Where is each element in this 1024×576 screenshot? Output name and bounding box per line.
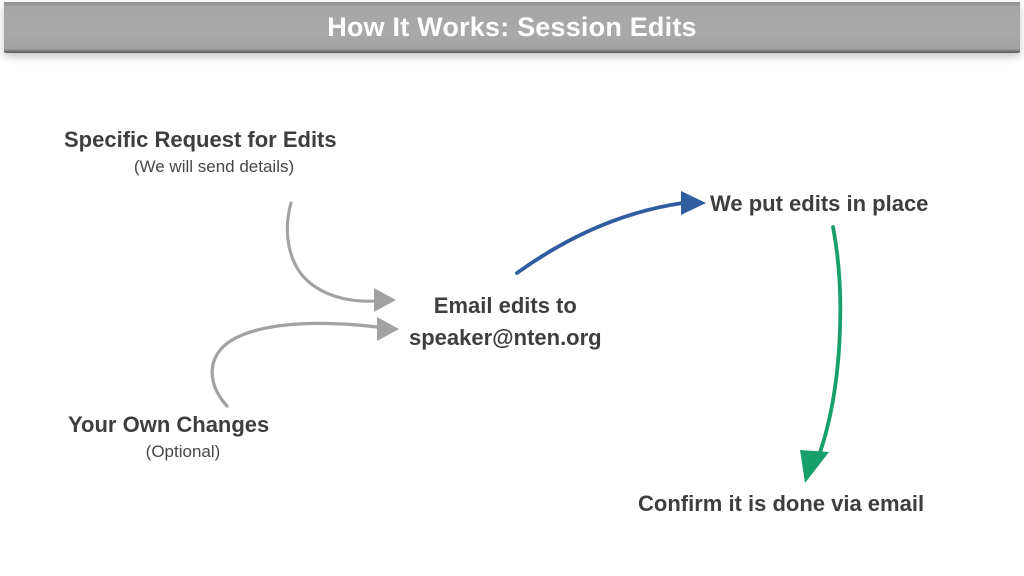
node-specific-request-sub: (We will send details): [133, 157, 295, 176]
arrow-your-own-changes-to-email: [210, 317, 399, 408]
node-email-edits-line2: speaker@nten.org: [409, 325, 602, 350]
slide-title: How It Works: Session Edits: [327, 12, 697, 42]
node-your-own-changes-sub: (Optional): [145, 442, 221, 461]
node-we-put-edits: We put edits in place: [710, 190, 928, 218]
node-your-own-changes-headline: Your Own Changes: [68, 412, 270, 437]
node-your-own-changes: Your Own Changes (Optional): [68, 411, 298, 465]
node-confirm-done-headline: Confirm it is done via email: [638, 491, 925, 516]
arrow-email-to-we-put-edits: [515, 191, 706, 275]
title-banner: How It Works: Session Edits: [4, 2, 1020, 53]
node-confirm-done: Confirm it is done via email: [638, 490, 924, 518]
node-specific-request: Specific Request for Edits (We will send…: [64, 126, 364, 180]
node-we-put-edits-headline: We put edits in place: [710, 191, 929, 216]
node-email-edits-line1: Email edits to: [433, 293, 577, 318]
node-specific-request-headline: Specific Request for Edits: [64, 127, 337, 152]
node-email-edits: Email edits to speaker@nten.org: [409, 290, 602, 354]
arrow-we-put-edits-to-confirm: [800, 225, 843, 483]
arrow-specific-request-to-email: [285, 201, 396, 312]
